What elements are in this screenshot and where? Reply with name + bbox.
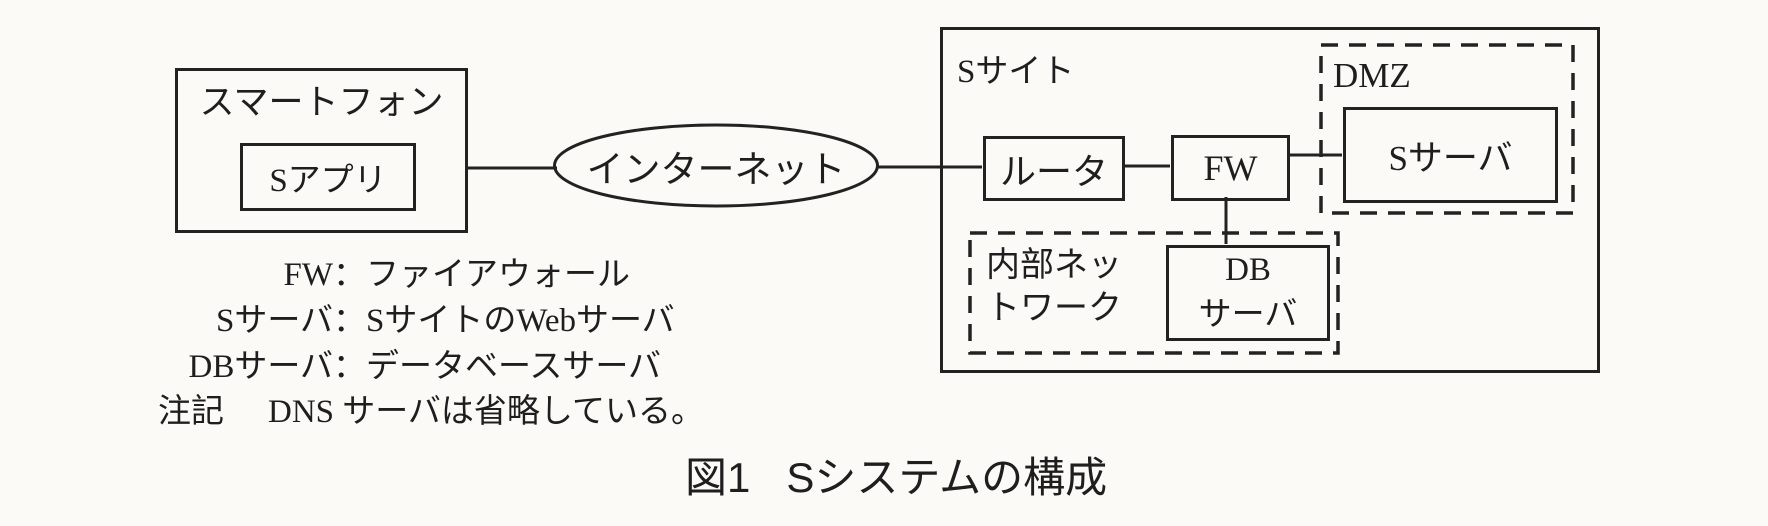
firewall-box: FW <box>1171 135 1290 201</box>
internal-network-box <box>968 231 1340 355</box>
dmz-label: DMZ <box>1333 56 1411 95</box>
legend-definition: SサイトのWebサーバ <box>366 303 675 339</box>
legend-row-fw: FW ： ファイアウォール <box>153 252 675 298</box>
s-server-box: Sサーバ <box>1343 107 1558 203</box>
legend-row-s-server: Sサーバ ： SサイトのWebサーバ <box>153 298 675 344</box>
s-site-box: Sサイト ルータ FW DMZ Sサーバ 内部ネッ トワーク DB サーバ <box>940 27 1600 373</box>
note-text: DNS サーバは省略している。 <box>268 394 704 430</box>
s-app-box: Sアプリ <box>240 143 416 211</box>
router-box: ルータ <box>983 136 1125 201</box>
legend-separator: ： <box>333 349 366 385</box>
db-server-box: DB サーバ <box>1166 245 1330 341</box>
internal-network-label-line1: 内部ネッ <box>986 247 1122 284</box>
legend-separator: ： <box>333 257 366 293</box>
legend: FW ： ファイアウォール Sサーバ ： SサイトのWebサーバ DBサーバ ：… <box>153 252 675 390</box>
legend-term: DBサーバ <box>188 349 333 385</box>
internal-network-label: 内部ネッ トワーク <box>986 244 1122 330</box>
router-label: ルータ <box>999 151 1108 192</box>
internet-label: インターネット <box>586 149 846 191</box>
smartphone-box: スマートフォン Sアプリ <box>175 68 468 233</box>
firewall-label: FW <box>1203 148 1258 188</box>
internal-network-label-line2: トワーク <box>986 290 1122 327</box>
note-row: 注記 DNS サーバは省略している。 <box>158 391 704 433</box>
figure-title: Sシステムの構成 <box>786 454 1108 501</box>
db-server-label-line2: サーバ <box>1198 297 1298 333</box>
legend-definition: データベースサーバ <box>366 349 662 385</box>
dmz-box <box>1319 43 1575 215</box>
s-server-label: Sサーバ <box>1388 138 1513 178</box>
figure-caption: 図1 Sシステムの構成 <box>685 452 1107 504</box>
smartphone-label: スマートフォン <box>199 83 444 122</box>
legend-term: Sサーバ <box>215 303 333 339</box>
s-site-label: Sサイト <box>957 54 1075 90</box>
legend-separator: ： <box>333 303 366 339</box>
db-server-label-line1: DB <box>1225 252 1271 288</box>
legend-definition: ファイアウォール <box>366 257 630 293</box>
s-app-label: Sアプリ <box>269 163 387 199</box>
legend-term: FW <box>283 257 334 293</box>
note-label: 注記 <box>158 394 224 430</box>
legend-row-db-server: DBサーバ ： データベースサーバ <box>153 344 675 390</box>
internet-ellipse <box>553 123 879 208</box>
figure-number: 図1 <box>685 454 751 501</box>
